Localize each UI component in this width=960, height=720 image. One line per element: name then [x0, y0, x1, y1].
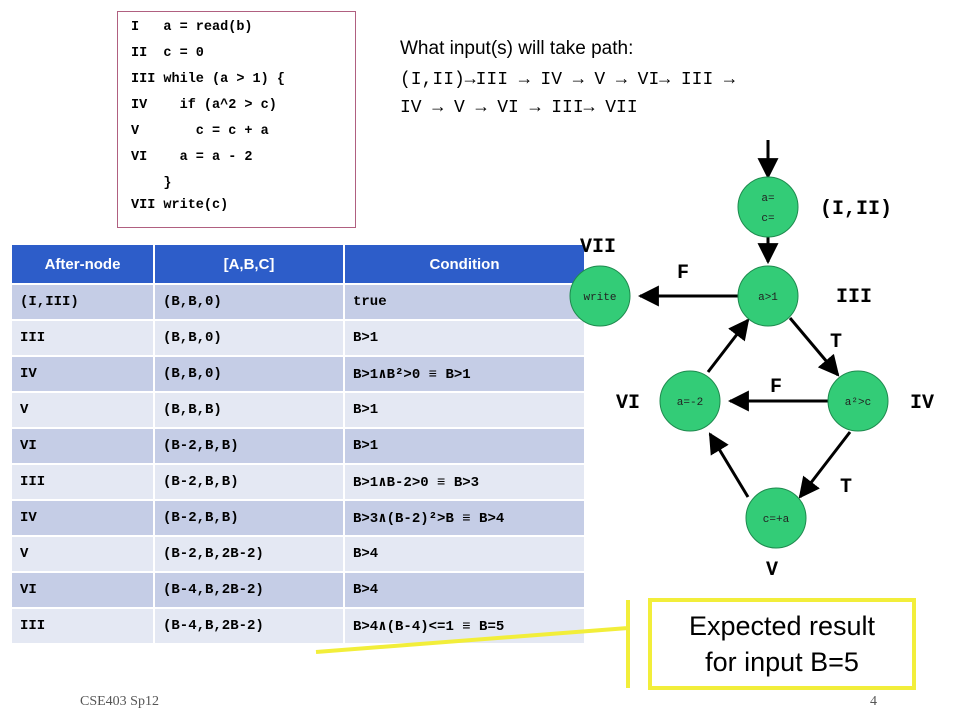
label-cond: IV: [910, 392, 934, 415]
code-line-5: V c = c + a: [131, 124, 269, 139]
table-row: IV(B,B,0)B>1∧B²>0 ≡ B>1: [12, 355, 584, 392]
callout-text: Expected result for input B=5: [689, 608, 875, 680]
table-header-row: After-node [A,B,C] Condition: [12, 245, 584, 284]
node-init-label-2: c=: [761, 213, 774, 225]
header-abc: [A,B,C]: [154, 245, 345, 284]
question-text: What input(s) will take path:: [400, 38, 634, 59]
symbolic-trace-table: After-node [A,B,C] Condition (I,III)(B,B…: [12, 245, 584, 643]
cell-state: (B,B,0): [154, 319, 345, 356]
table-row: V(B,B,B)B>1: [12, 391, 584, 428]
code-listing: I a = read(b) II c = 0 III while (a > 1)…: [117, 11, 356, 228]
code-line-8: VII write(c): [131, 198, 229, 213]
cell-node: VI: [12, 427, 155, 464]
cell-state: (B-2,B,2B-2): [154, 535, 345, 572]
callout-line-1: Expected result: [688, 611, 876, 641]
node-add: [745, 487, 807, 549]
edge-label-f-cond: F: [770, 376, 782, 399]
node-init-label-1: a=: [761, 193, 774, 205]
cell-condition: B>4: [344, 535, 584, 572]
edge-dec-to-loop: [706, 318, 750, 373]
cell-condition: B>1∧B-2>0 ≡ B>3: [344, 463, 584, 500]
node-loop: [737, 265, 799, 327]
edge-loop-to-cond: [788, 317, 840, 377]
page-number: 4: [870, 694, 877, 709]
cell-condition: B>4∧(B-4)<=1 ≡ B=5: [344, 607, 584, 643]
expected-result-callout: Expected result for input B=5: [648, 598, 916, 690]
node-init: [737, 176, 799, 238]
edge-add-to-dec: [708, 432, 750, 498]
table-row: VI(B-2,B,B)B>1: [12, 427, 584, 464]
cell-state: (B-2,B,B): [154, 427, 345, 464]
label-loop: III: [836, 286, 872, 309]
cell-state: (B-4,B,2B-2): [154, 571, 345, 608]
cell-state: (B,B,B): [154, 391, 345, 428]
cell-state: (B-4,B,2B-2): [154, 607, 345, 643]
node-cond: [827, 370, 889, 432]
code-line-2: II c = 0: [131, 46, 204, 61]
cell-condition: B>1∧B²>0 ≡ B>1: [344, 355, 584, 392]
label-add: V: [766, 559, 778, 582]
code-line-6: VI a = a - 2: [131, 150, 253, 165]
node-dec: [659, 370, 721, 432]
node-loop-label: a>1: [758, 292, 778, 304]
cell-node: IV: [12, 355, 155, 392]
cell-condition: B>1: [344, 391, 584, 428]
header-condition: Condition: [344, 245, 584, 284]
table-row: VI(B-4,B,2B-2)B>4: [12, 571, 584, 608]
cell-condition: B>4: [344, 571, 584, 608]
table-row: III(B,B,0)B>1: [12, 319, 584, 356]
cell-condition: B>3∧(B-2)²>B ≡ B>4: [344, 499, 584, 536]
callout-connector: [315, 600, 630, 654]
cell-state: (B-2,B,B): [154, 499, 345, 536]
table-row: (I,III)(B,B,0)true: [12, 283, 584, 320]
code-line-1: I a = read(b): [131, 20, 253, 35]
table-row: III(B-4,B,2B-2)B>4∧(B-4)<=1 ≡ B=5: [12, 607, 584, 643]
cell-node: III: [12, 463, 155, 500]
label-init: (I,II): [820, 198, 892, 221]
cell-state: (B-2,B,B): [154, 463, 345, 500]
edge-label-t-add: T: [840, 476, 852, 499]
path-line-1: (I,II)→III → IV → V → VI→ III →: [400, 70, 735, 90]
cell-condition: B>1: [344, 319, 584, 356]
label-write: VII: [580, 236, 616, 259]
node-dec-label: a=-2: [677, 397, 703, 409]
edge-label-f-write: F: [677, 262, 689, 285]
cell-node: III: [12, 607, 155, 643]
cell-node: V: [12, 391, 155, 428]
node-write: [569, 265, 631, 327]
code-line-7: }: [131, 176, 172, 191]
cell-node: III: [12, 319, 155, 356]
table-row: III(B-2,B,B)B>1∧B-2>0 ≡ B>3: [12, 463, 584, 500]
callout-line-2: for input B=5: [705, 647, 859, 677]
node-write-label: write: [583, 292, 616, 304]
cell-condition: B>1: [344, 427, 584, 464]
header-after-node: After-node: [12, 245, 155, 284]
path-line-2: IV → V → VI → III→ VII: [400, 98, 638, 118]
cell-state: (B,B,0): [154, 355, 345, 392]
cell-node: VI: [12, 571, 155, 608]
node-add-label: c=+a: [763, 514, 790, 526]
cell-node: IV: [12, 499, 155, 536]
label-dec: VI: [616, 392, 640, 415]
table-row: V(B-2,B,2B-2)B>4: [12, 535, 584, 572]
cell-state: (B,B,0): [154, 283, 345, 320]
code-line-3: III while (a > 1) {: [131, 72, 285, 87]
node-cond-label: a²>c: [845, 397, 871, 409]
edge-label-t-cond: T: [830, 331, 842, 354]
edge-cond-to-add: [798, 431, 852, 499]
cell-condition: true: [344, 283, 584, 320]
code-line-4: IV if (a^2 > c): [131, 98, 277, 113]
cell-node: (I,III): [12, 283, 155, 320]
course-footer: CSE403 Sp12: [80, 694, 159, 709]
cell-node: V: [12, 535, 155, 572]
table-row: IV(B-2,B,B)B>3∧(B-2)²>B ≡ B>4: [12, 499, 584, 536]
